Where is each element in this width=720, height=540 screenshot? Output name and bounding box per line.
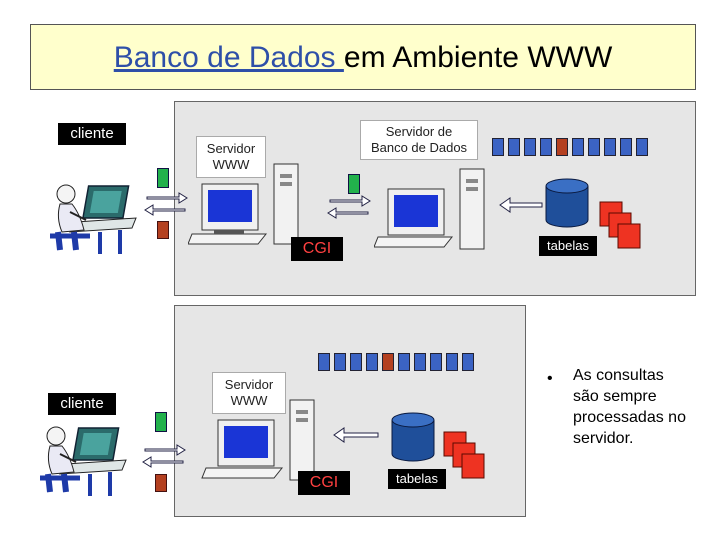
db-arrow-icon: [499, 197, 543, 213]
queue-cell: [430, 353, 442, 371]
response-indicator-red: [157, 221, 169, 239]
queue-cell: [540, 138, 552, 156]
bottom-cgi-label: CGI: [298, 471, 350, 495]
top-cgi-label: CGI: [291, 237, 343, 261]
web-server-computer-icon: [201, 399, 315, 481]
note-bullet: •: [547, 370, 553, 387]
queue-cell: [334, 353, 346, 371]
title-link[interactable]: Banco de Dados: [113, 41, 344, 74]
database-cylinder-icon: [391, 412, 435, 462]
db-arrow-icon: [333, 427, 379, 443]
slide-title: Banco de Dados em Ambiente WWW: [114, 41, 613, 74]
mid-exchange-arrows-icon: [327, 195, 371, 219]
note-text: As consultas são sempre processadas no s…: [573, 367, 686, 447]
queue-cell: [524, 138, 536, 156]
bottom-query-queue: [318, 353, 474, 371]
mid-indicator-green: [348, 174, 360, 194]
exchange-arrows-icon: [144, 192, 188, 216]
queue-cell: [620, 138, 632, 156]
db-server-computer-icon: [374, 168, 485, 250]
db-server-label: Servidor de Banco de Dados: [360, 120, 478, 160]
person-at-computer-icon: [40, 426, 127, 496]
bottom-client-label: cliente: [48, 393, 116, 415]
queue-cell: [318, 353, 330, 371]
queue-cell-active: [556, 138, 568, 156]
queue-cell: [588, 138, 600, 156]
top-query-queue: [492, 138, 648, 156]
queue-cell: [572, 138, 584, 156]
queue-cell: [636, 138, 648, 156]
bottom-web-server-label: Servidor WWW: [212, 372, 286, 414]
exchange-arrows-icon: [142, 444, 186, 468]
title-box: Banco de Dados em Ambiente WWW: [30, 24, 696, 90]
queue-cell: [604, 138, 616, 156]
person-at-computer-icon: [50, 184, 137, 254]
top-web-server-label: Servidor WWW: [196, 136, 266, 178]
queue-cell: [508, 138, 520, 156]
queue-cell: [350, 353, 362, 371]
response-indicator-red: [155, 474, 167, 492]
top-tables-label: tabelas: [539, 236, 597, 256]
queue-cell: [398, 353, 410, 371]
queue-cell: [366, 353, 378, 371]
title-rest: em Ambiente WWW: [343, 41, 613, 74]
queue-cell: [446, 353, 458, 371]
table-stack-icon: [599, 201, 641, 249]
top-client-label: cliente: [58, 123, 126, 145]
request-indicator-green: [157, 168, 169, 188]
bottom-tables-label: tabelas: [388, 469, 446, 489]
request-indicator-green: [155, 412, 167, 432]
queue-cell-active: [382, 353, 394, 371]
database-cylinder-icon: [545, 178, 589, 228]
web-server-computer-icon: [188, 163, 299, 245]
table-stack-icon: [443, 431, 485, 479]
queue-cell: [492, 138, 504, 156]
queue-cell: [414, 353, 426, 371]
queue-cell: [462, 353, 474, 371]
